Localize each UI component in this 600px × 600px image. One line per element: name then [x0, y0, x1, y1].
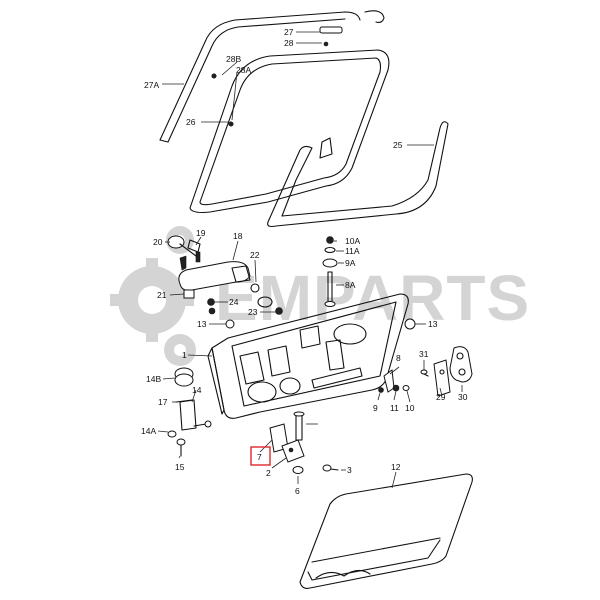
- part-10A-11A-9A-8A-hardware: [322, 236, 338, 307]
- part-14B-bumper: [174, 367, 194, 387]
- callout-labels: 27A 27 28 28B 28A 26 25 18 19 20 22 21 2…: [141, 27, 468, 496]
- part-21-seal: [183, 289, 195, 299]
- callout-10: 10: [405, 403, 415, 413]
- callout-17: 17: [158, 397, 168, 407]
- part-9-11-10-fasteners: [378, 384, 410, 393]
- callout-9: 9: [373, 403, 378, 413]
- part-12-door-panel: [299, 473, 473, 589]
- part-31-bolt: [420, 369, 429, 377]
- callout-31: 31: [419, 349, 429, 359]
- callout-18: 18: [233, 231, 243, 241]
- part-23-nut: [208, 307, 283, 315]
- part-14A-pin: [167, 430, 177, 438]
- callout-10A: 10A: [345, 236, 360, 246]
- part-2-striker: [281, 439, 305, 463]
- callout-23: 23: [248, 307, 258, 317]
- callout-29: 29: [436, 392, 446, 402]
- callout-20: 20: [153, 237, 163, 247]
- callout-2: 2: [266, 468, 271, 478]
- callout-6: 6: [295, 486, 300, 496]
- part-8-hinge: [383, 369, 395, 393]
- callout-12: 12: [391, 462, 401, 472]
- part-27-clip: [319, 26, 343, 47]
- callout-11: 11: [390, 403, 399, 413]
- watermark-text: EMPARTS: [215, 262, 530, 334]
- part-15-screw: [176, 438, 186, 457]
- part-25-door-seal: [267, 121, 449, 228]
- callout-27: 27: [284, 27, 294, 37]
- callout-8: 8: [396, 353, 401, 363]
- part-30-cover: [449, 346, 473, 383]
- callout-14: 14: [192, 385, 202, 395]
- callout-8A: 8A: [345, 280, 356, 290]
- callout-14A: 14A: [141, 426, 156, 436]
- part-24-washer: [207, 298, 215, 306]
- callout-13-right: 13: [428, 319, 438, 329]
- part-19-20-lock-cylinder: [167, 235, 201, 271]
- part-29-hinge-plate: [433, 359, 451, 397]
- callout-30: 30: [458, 392, 468, 402]
- callout-26: 26: [186, 117, 196, 127]
- callout-28B: 28B: [226, 54, 241, 64]
- callout-13-left: 13: [197, 319, 207, 329]
- callout-9A: 9A: [345, 258, 356, 268]
- part-22-ring: [257, 296, 273, 308]
- part-1-door-shell: [207, 293, 409, 419]
- callout-25: 25: [393, 140, 403, 150]
- callout-1: 1: [182, 350, 187, 360]
- callout-28A: 28A: [236, 65, 251, 75]
- callout-19: 19: [196, 228, 206, 238]
- part-14-17-door-check: [175, 399, 212, 431]
- part-6-bolt: [292, 466, 304, 474]
- callout-11A: 11A: [345, 246, 360, 256]
- callout-28: 28: [284, 38, 294, 48]
- callout-27A: 27A: [144, 80, 159, 90]
- callout-21: 21: [157, 290, 167, 300]
- callout-7: 7: [257, 452, 262, 462]
- callout-22: 22: [250, 250, 260, 260]
- part-3-screw: [322, 464, 339, 472]
- callout-24: 24: [229, 297, 239, 307]
- leader-lines: [157, 31, 463, 489]
- callout-14B: 14B: [146, 374, 161, 384]
- callout-3: 3: [347, 465, 352, 475]
- highlight-box-7: [250, 446, 271, 466]
- callout-15: 15: [175, 462, 185, 472]
- part-stud: [293, 411, 305, 441]
- part-27A-trim-strip: [159, 10, 385, 143]
- part-26-window-seal: [189, 49, 390, 214]
